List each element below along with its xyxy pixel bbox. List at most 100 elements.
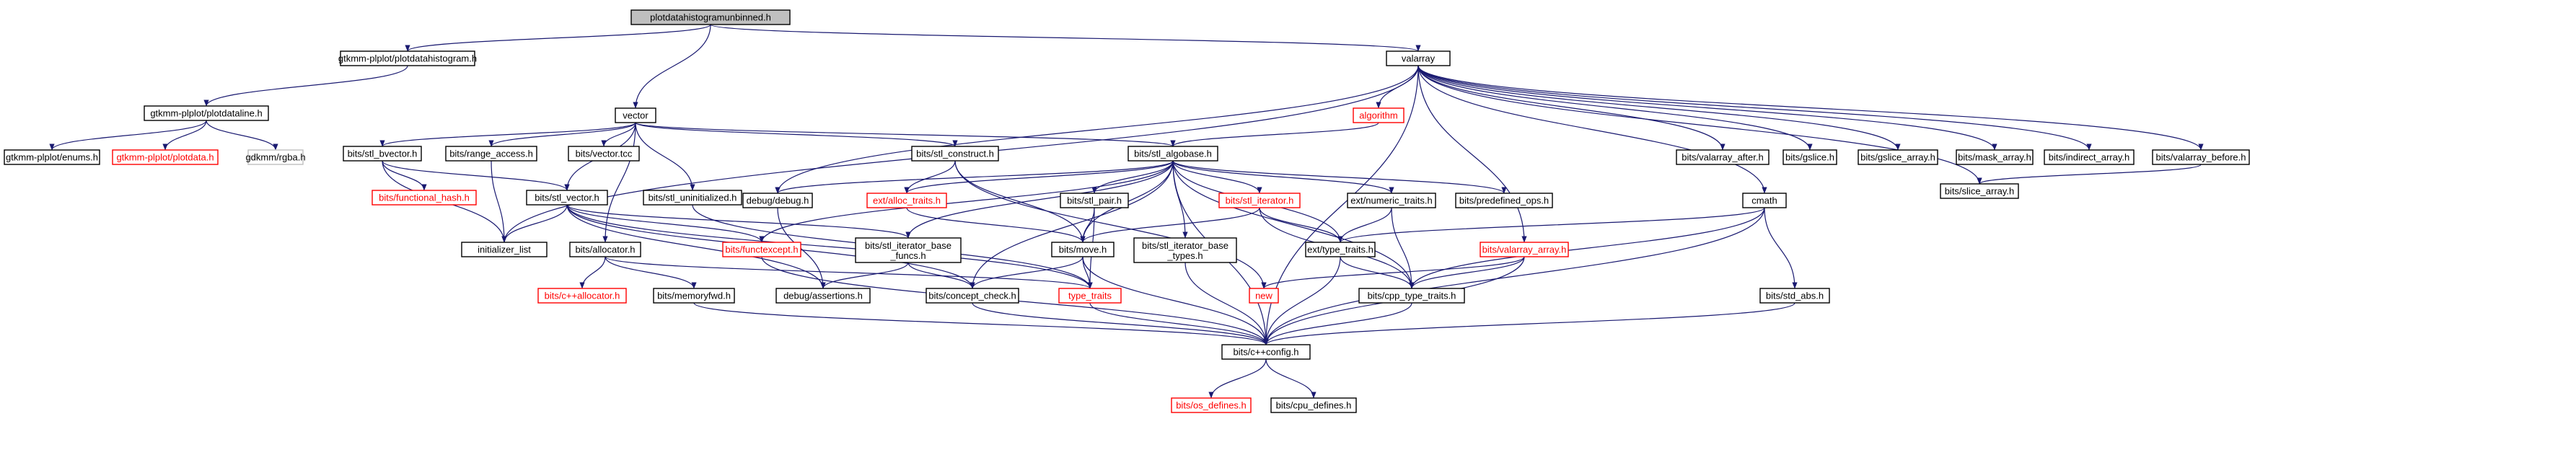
node-box: [569, 242, 641, 257]
node-box: [742, 193, 813, 208]
node-gslice-array[interactable]: bits/gslice_array.h: [1858, 149, 1938, 165]
node-vector-tcc[interactable]: bits/vector.tcc: [568, 146, 640, 162]
edge-stl-vector-to-iter-base-funcs: [566, 204, 911, 239]
node-cmath[interactable]: cmath: [1742, 193, 1787, 208]
node-label: bits/vector.tcc: [576, 149, 633, 159]
node-box: [568, 146, 640, 162]
edge-stl-construct-to-alloc-traits: [904, 160, 956, 194]
node-box: [1759, 288, 1830, 304]
node-stl-algobase[interactable]: bits/stl_algobase.h: [1127, 146, 1218, 162]
node-stl-uninit[interactable]: bits/stl_uninitialized.h: [643, 190, 742, 206]
node-allocator[interactable]: bits/allocator.h: [569, 242, 641, 257]
edge-memoryfwd-to-cxxconfig: [693, 302, 1269, 345]
node-predefined-ops[interactable]: bits/predefined_ops.h: [1455, 193, 1553, 208]
node-std-abs[interactable]: bits/std_abs.h: [1759, 288, 1830, 304]
node-init-list[interactable]: initializer_list: [461, 242, 548, 257]
node-new[interactable]: new: [1249, 288, 1279, 304]
node-algorithm[interactable]: algorithm: [1353, 107, 1405, 123]
node-type-traits-ext[interactable]: ext/type_traits.h: [1305, 242, 1376, 257]
edge-numeric-traits-to-type-traits-ext: [1337, 207, 1392, 243]
node-box: [926, 288, 1019, 304]
edge-valarray-to-mask-array: [1417, 65, 1997, 151]
node-iter-base-funcs[interactable]: bits/stl_iterator_base_funcs.h: [855, 237, 962, 263]
node-pdh[interactable]: gtkmm-plplot/plotdatahistogram.h: [338, 50, 477, 66]
node-mask-array[interactable]: bits/mask_array.h: [1956, 149, 2034, 165]
node-label-line: _funcs.h: [889, 250, 926, 261]
edge-root-to-vector: [633, 24, 711, 109]
node-box: [1127, 146, 1218, 162]
node-cxxconfig[interactable]: bits/c++config.h: [1221, 344, 1311, 360]
node-va-before[interactable]: bits/valarray_before.h: [2152, 149, 2250, 165]
node-alloc-traits[interactable]: ext/alloc_traits.h: [866, 193, 947, 208]
edge-vector-to-stl-uninit: [635, 122, 695, 191]
node-stl-pair[interactable]: bits/stl_pair.h: [1060, 193, 1129, 208]
node-pdl[interactable]: gtkmm-plplot/plotdataline.h: [144, 105, 269, 121]
node-box: [1782, 149, 1837, 165]
node-va-array[interactable]: bits/valarray_array.h: [1480, 242, 1569, 257]
node-box: [911, 146, 999, 162]
node-label: valarray: [1402, 53, 1436, 64]
node-box: [2044, 149, 2135, 165]
edge-type-traits-ext-to-cpp-type-traits: [1340, 256, 1415, 289]
edge-range-access-to-init-list: [491, 160, 507, 243]
node-plotdata[interactable]: gtkmm-plplot/plotdata.h: [112, 149, 219, 165]
node-cpu-defines[interactable]: bits/cpu_defines.h: [1270, 397, 1357, 413]
node-box: [1353, 107, 1405, 123]
node-box: [1455, 193, 1553, 208]
edge-stl-algobase-to-stl-pair: [1091, 160, 1174, 194]
node-box: [1358, 288, 1465, 304]
edge-valarray-to-algorithm: [1376, 65, 1419, 109]
edge-iter-base-types-to-cxxconfig: [1184, 262, 1269, 345]
node-label: type_traits: [1068, 291, 1112, 301]
node-numeric-traits[interactable]: ext/numeric_traits.h: [1347, 193, 1436, 208]
node-label: bits/stl_vector.h: [535, 193, 599, 203]
node-iter-base-types[interactable]: bits/stl_iterator_base_types.h: [1133, 237, 1237, 263]
node-label: bits/stl_iterator_base_funcs.h: [865, 240, 951, 261]
edge-valarray-to-gslice-array: [1417, 65, 1901, 151]
node-enums[interactable]: gtkmm-plplot/enums.h: [4, 149, 100, 165]
edge-allocator-to-type-traits: [605, 256, 1093, 289]
node-assertions[interactable]: debug/assertions.h: [775, 288, 871, 304]
edge-cmath-to-type-traits-ext: [1337, 207, 1765, 243]
node-vector[interactable]: vector: [615, 107, 656, 123]
node-box: [1742, 193, 1787, 208]
node-memoryfwd[interactable]: bits/memoryfwd.h: [653, 288, 735, 304]
node-root[interactable]: plotdatahistogramunbinned.h: [630, 9, 791, 25]
node-label: bits/valarray_after.h: [1682, 152, 1763, 163]
node-box: [1051, 242, 1115, 257]
edge-cxxconfig-to-cpu-defines: [1265, 358, 1316, 399]
node-label: bits/c++allocator.h: [545, 291, 620, 301]
edge-stl-algobase-to-numeric-traits: [1172, 160, 1394, 194]
edge-valarray-to-cmath: [1417, 65, 1767, 194]
node-stl-iterator[interactable]: bits/stl_iterator.h: [1218, 193, 1301, 208]
node-label: bits/stl_uninitialized.h: [649, 193, 737, 203]
node-move[interactable]: bits/move.h: [1051, 242, 1115, 257]
node-rgba[interactable]: gdkmm/rgba.h: [245, 149, 306, 165]
node-box: [1305, 242, 1376, 257]
node-functexcept[interactable]: bits/functexcept.h: [722, 242, 801, 257]
node-os-defines[interactable]: bits/os_defines.h: [1171, 397, 1252, 413]
node-stl-bvector[interactable]: bits/stl_bvector.h: [343, 146, 422, 162]
edge-valarray-to-indirect-array: [1417, 65, 2092, 151]
node-label: cmath: [1751, 195, 1777, 206]
node-stl-construct[interactable]: bits/stl_construct.h: [911, 146, 999, 162]
edge-stl-vector-to-init-list: [501, 204, 568, 243]
node-cpp-type-traits[interactable]: bits/cpp_type_traits.h: [1358, 288, 1465, 304]
node-cxxallocator[interactable]: bits/c++allocator.h: [537, 288, 627, 304]
edge-valarray-to-debug: [775, 65, 1419, 194]
node-box: [526, 190, 608, 206]
node-box: [615, 107, 656, 123]
node-stl-vector[interactable]: bits/stl_vector.h: [526, 190, 608, 206]
edge-pdl-to-plotdata: [162, 120, 207, 151]
node-gslice[interactable]: bits/gslice.h: [1782, 149, 1837, 165]
node-va-after[interactable]: bits/valarray_after.h: [1676, 149, 1770, 165]
node-type-traits[interactable]: type_traits: [1058, 288, 1122, 304]
node-valarray[interactable]: valarray: [1386, 50, 1451, 66]
edge-cpp-type-traits-to-cxxconfig: [1263, 302, 1412, 345]
node-slice-array[interactable]: bits/slice_array.h: [1940, 183, 2019, 199]
node-range-access[interactable]: bits/range_access.h: [445, 146, 537, 162]
node-indirect-array[interactable]: bits/indirect_array.h: [2044, 149, 2135, 165]
node-concept-check[interactable]: bits/concept_check.h: [926, 288, 1019, 304]
node-debug[interactable]: debug/debug.h: [742, 193, 813, 208]
node-functional-hash[interactable]: bits/functional_hash.h: [372, 190, 477, 206]
